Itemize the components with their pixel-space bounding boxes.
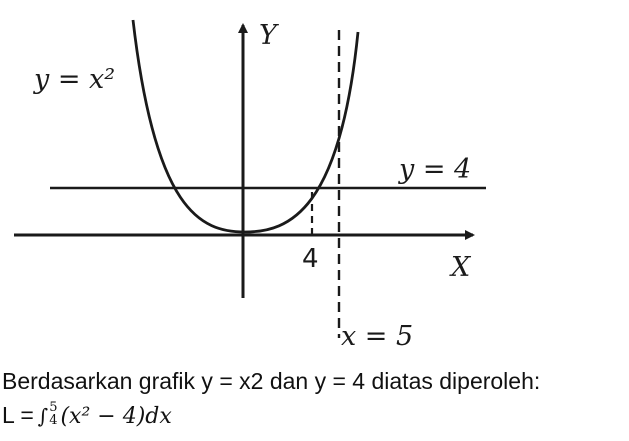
integral-upper-limit: 5 [49, 400, 58, 415]
formula-prefix: L = [2, 402, 34, 428]
integral-symbol: ∫ [37, 404, 49, 428]
vertical-line-label: x = 5 [341, 321, 413, 352]
line-label: y = 4 [398, 154, 471, 185]
parabola-curve [131, 19, 360, 234]
x-axis-label: X [449, 252, 472, 283]
explanation-caption: Berdasarkan grafik y = x2 dan y = 4 diat… [2, 368, 541, 394]
y-axis-label: Y [259, 20, 279, 51]
x-tick-label: 4 [302, 244, 319, 274]
integral-sign: ∫ 5 4 [38, 399, 58, 433]
integral-lower-limit: 4 [49, 413, 58, 428]
integrand: (x² − 4)dx [60, 404, 172, 429]
curve-label: y = x² [33, 64, 115, 95]
integral-limits: 5 4 [49, 401, 57, 427]
integral-formula: L = ∫ 5 4 (x² − 4)dx [2, 398, 172, 434]
graph-figure: Y X y = x² y = 4 4 x = 5 [14, 19, 486, 352]
